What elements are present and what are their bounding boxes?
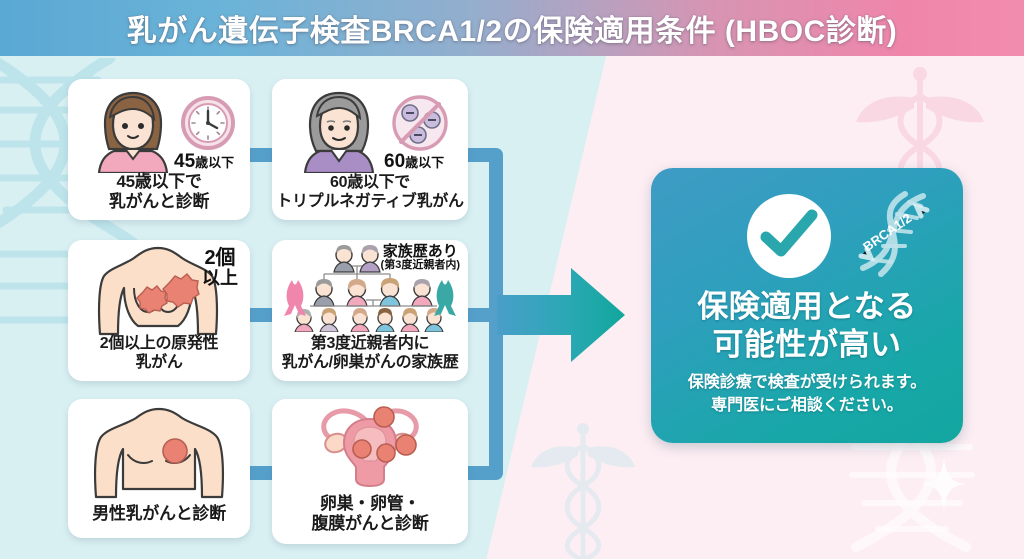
result-subtext: 保険診療で検査が受けられます。 専門医にご相談ください。 [687,373,927,414]
result-panel[interactable]: BRCA1/2 保険適用となる 可能性が高い 保険診療で検査が受けられます。 専… [651,168,963,443]
dna-brca-icon: BRCA1/2 [858,191,930,277]
page-title-bar: 乳がん遺伝子検査BRCA1/2の保険適用条件 (HBOC診断) [0,0,1024,56]
criteria-card-male-breast-cancer[interactable]: 男性乳がんと診断 [68,399,250,538]
criteria-card-age-45[interactable]: 45歳以下 45歳以下で 乳がんと診断 [68,79,250,220]
page-title: 乳がん遺伝子検査BRCA1/2の保険適用条件 (HBOC診断) [126,15,898,48]
male-torso-tumor-icon [93,407,225,499]
female-torso-two-tumors-icon [97,246,219,336]
flow-arrow-icon [497,268,625,362]
older-woman-icon [303,91,375,173]
connector-vertical-bus [489,148,503,480]
criteria-caption-triple-negative: 60歳以下で トリプルネガティブ乳がん [276,174,464,211]
criteria-card-family-history[interactable]: 家族歴あり (第3度近親者内) 第3度近親者内に 乳がん/卵巣がんの家族歴 [272,240,468,381]
criteria-card-multiple-primary[interactable]: 2個 以上 2個以上の原発性 乳がん [68,240,250,381]
criteria-caption-male-breast-cancer: 男性乳がんと診断 [92,503,226,523]
uterus-ovaries-tumor-icon [321,406,419,487]
criteria-badge-age-60: 60歳以下 [384,151,445,172]
pink-and-teal-ribbon-icon [284,280,456,316]
criteria-caption-ovarian: 卵巣・卵管・ 腹膜がんと診断 [311,493,429,533]
clock-icon [181,96,235,150]
connector-card6 [466,466,496,480]
criteria-caption-family-history: 第3度近親者内に 乳がん/卵巣がんの家族歴 [281,335,459,372]
criteria-caption-age-45: 45歳以下で 乳がんと診断 [108,171,210,211]
triple-negative-receptor-icon [392,95,448,151]
connector-card2 [466,148,496,162]
criteria-badge-family-history: 家族歴あり (第3度近親者内) [380,243,460,271]
criteria-card-ovarian[interactable]: 卵巣・卵管・ 腹膜がんと診断 [272,399,468,544]
young-woman-icon [97,91,169,173]
check-circle-icon [747,194,831,278]
criteria-badge-age-45: 45歳以下 [174,151,235,172]
criteria-caption-multiple-primary: 2個以上の原発性 乳がん [99,335,219,372]
criteria-badge-two-or-more: 2個 以上 [202,247,238,288]
result-headline: 保険適用となる 可能性が高い [697,289,917,362]
criteria-card-triple-negative[interactable]: 60歳以下 60歳以下で トリプルネガティブ乳がん [272,79,468,220]
connector-card4 [466,308,496,322]
